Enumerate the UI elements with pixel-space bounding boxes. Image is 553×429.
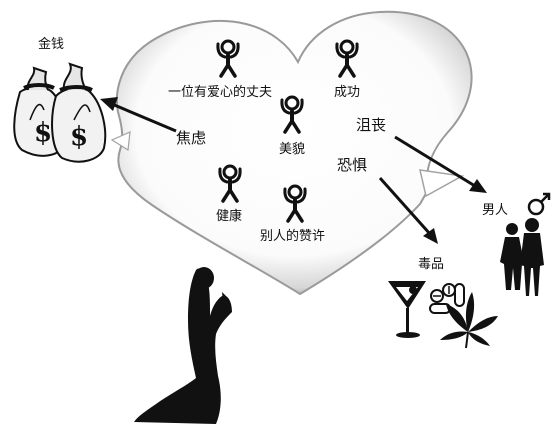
- heart-shape: [110, 10, 473, 296]
- heart-item-beauty: 美貌: [279, 142, 306, 157]
- couple-silhouette-icon: [500, 218, 544, 296]
- arrow-anxiety: [100, 97, 177, 133]
- pills-icon: [429, 283, 465, 314]
- male-symbol-icon: [527, 192, 551, 216]
- kneeling-woman-icon: [134, 267, 232, 424]
- emotion-depression: 沮丧: [356, 116, 387, 134]
- cannabis-leaf-icon: [440, 292, 498, 349]
- dollar-sign-left: $: [34, 118, 52, 148]
- money-bag-icon: [13, 62, 107, 163]
- heart-item-approval: 别人的赞许: [260, 229, 326, 244]
- heart-item-health: 健康: [216, 209, 243, 224]
- arrow-fear: [378, 177, 438, 244]
- arrow-depression: [394, 135, 487, 193]
- cocktail-glass-icon: [388, 281, 426, 338]
- heart-item-success: 成功: [334, 85, 361, 100]
- outcome-men: 男人: [482, 203, 509, 218]
- outcome-money: 金钱: [38, 37, 65, 52]
- emotion-anxiety: 焦虑: [176, 129, 207, 147]
- emotion-fear: 恐惧: [337, 156, 368, 174]
- heart-item-husband: 一位有爱心的丈夫: [168, 85, 273, 100]
- outcome-drugs: 毒品: [418, 257, 445, 272]
- dollar-sign-right: $: [70, 122, 88, 152]
